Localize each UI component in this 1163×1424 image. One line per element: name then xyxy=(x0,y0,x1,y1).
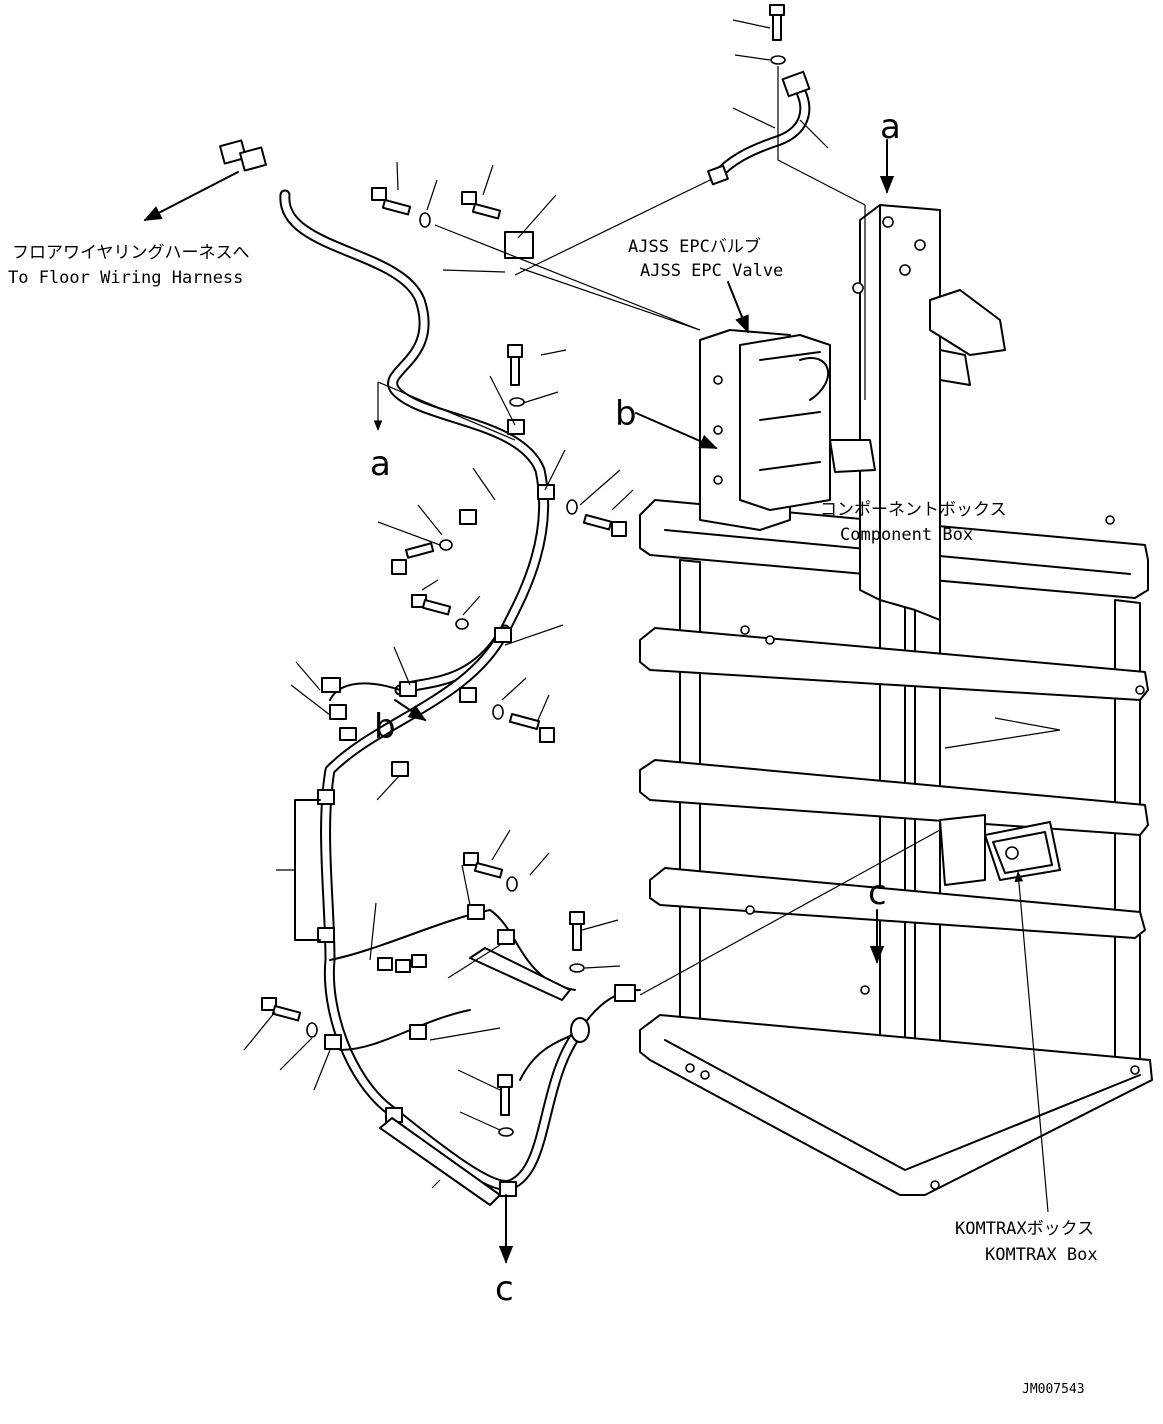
epc-valve-label-jp: AJSS EPCバルブ xyxy=(628,236,761,257)
cover-plates xyxy=(294,799,571,1206)
connectors xyxy=(219,70,811,1043)
callout-b-upper: b xyxy=(615,394,637,434)
component-box-label-en: Component Box xyxy=(840,525,973,545)
drawing-number: JM007543 xyxy=(1022,1382,1085,1397)
komtrax-box-label-en: KOMTRAX Box xyxy=(985,1245,1098,1265)
arrows xyxy=(143,139,1061,1264)
epc-valve xyxy=(699,329,876,531)
bolt-top xyxy=(769,4,785,41)
leader-lines xyxy=(243,19,941,1189)
callout-a-top: a xyxy=(880,107,901,147)
component-box-label-jp: コンポーネントボックス xyxy=(820,500,1007,520)
floor-harness-label-jp: フロアワイヤリングハーネスへ xyxy=(12,243,250,263)
callout-b-lower: b xyxy=(374,707,396,747)
komtrax-box xyxy=(939,814,1061,886)
komtrax-box-label-jp: KOMTRAXボックス xyxy=(955,1219,1094,1239)
component-box-frame xyxy=(639,204,1153,1196)
callout-c-right: c xyxy=(868,873,887,913)
epc-valve-label-en: AJSS EPC Valve xyxy=(640,261,783,281)
callout-a-left: a xyxy=(370,444,391,484)
clamps xyxy=(317,419,555,1197)
floor-harness-label-en: To Floor Wiring Harness xyxy=(8,268,243,288)
text-labels: フロアワイヤリングハーネスへ To Floor Wiring Harness A… xyxy=(8,107,1098,1397)
bolts-and-washers xyxy=(261,4,786,1137)
callout-c-bottom: c xyxy=(495,1269,514,1309)
